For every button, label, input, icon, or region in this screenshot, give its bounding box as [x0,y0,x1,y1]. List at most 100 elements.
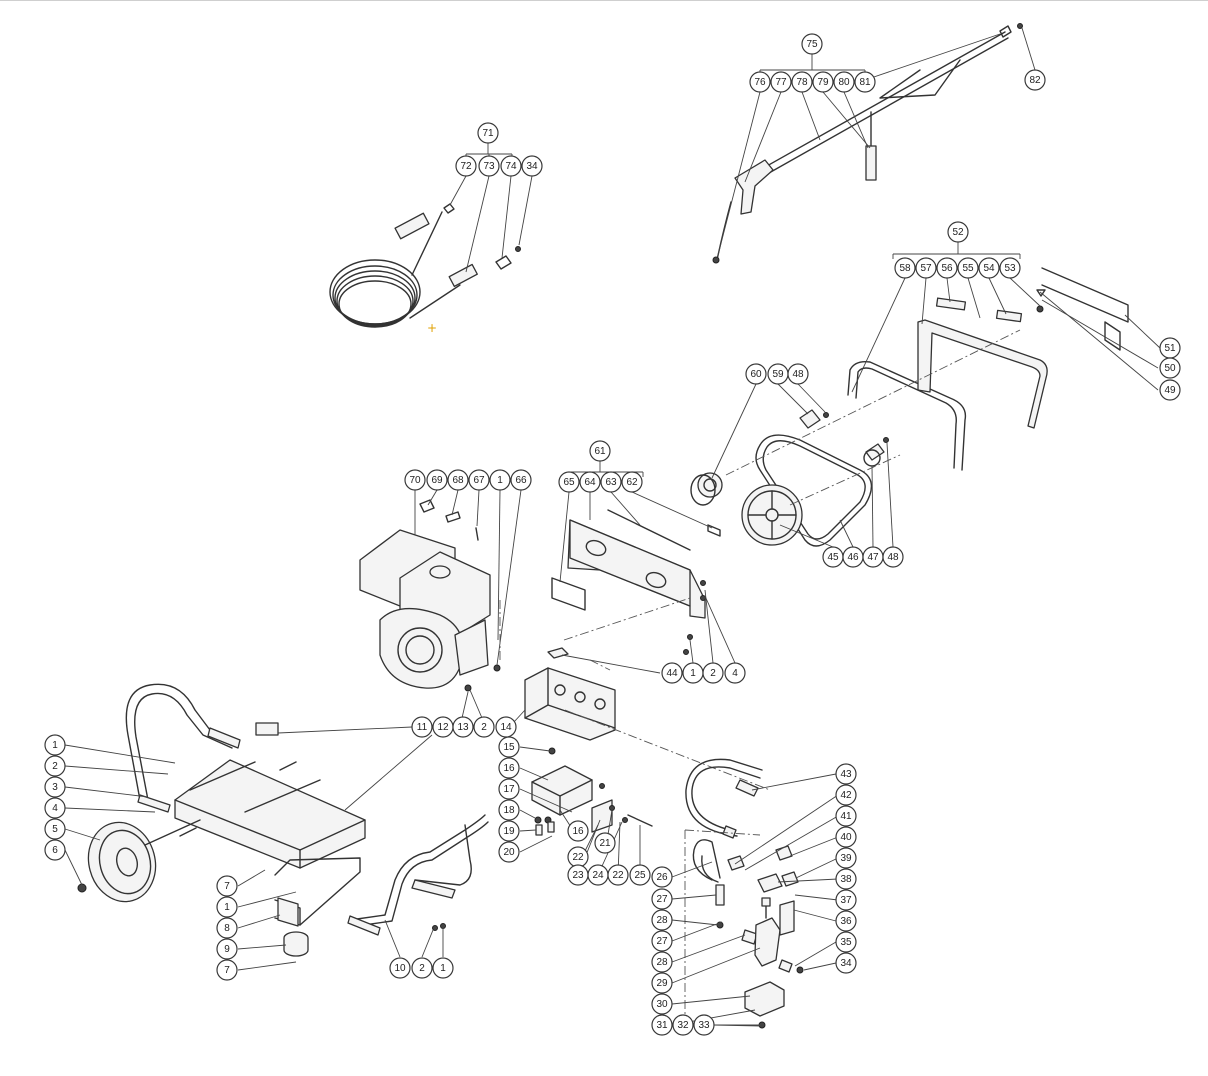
balloon-label: 9 [224,944,230,955]
balloon-label: 27 [656,894,668,905]
balloon-circle [770,71,792,93]
balloon-label: 72 [460,161,472,172]
balloon-4: 4 [724,662,746,684]
balloon-78: 78 [791,71,813,93]
balloon-20: 20 [498,841,520,863]
balloon-circle [835,826,857,848]
balloon-circle [44,776,66,798]
balloon-40: 40 [835,826,857,848]
balloon-circle [44,797,66,819]
balloon-76: 76 [749,71,771,93]
balloon-72: 72 [455,155,477,177]
balloon-74: 74 [500,155,522,177]
balloon-2: 2 [44,755,66,777]
balloon-61: 61 [589,440,611,462]
balloon-circle [426,469,448,491]
balloon-circle [216,875,238,897]
balloon-circle [432,957,454,979]
balloon-circle [812,71,834,93]
balloon-69: 69 [426,469,448,491]
balloon-circle [411,716,433,738]
balloon-circle [724,662,746,684]
balloon-23: 23 [567,864,589,886]
balloon-label: 1 [52,740,58,751]
balloon-label: 2 [52,761,58,772]
balloon-label: 7 [224,881,230,892]
balloon-circle [600,471,622,493]
balloon-circle [44,839,66,861]
balloon-label: 1 [690,668,696,679]
balloon-label: 66 [515,475,527,486]
balloon-label: 77 [775,77,787,88]
balloon-5: 5 [44,818,66,840]
balloon-circle [44,755,66,777]
balloon-circle [835,847,857,869]
balloon-11: 11 [411,716,433,738]
balloon-circle [455,155,477,177]
balloon-circle [651,866,673,888]
balloon-75: 75 [801,33,823,55]
balloon-33: 33 [693,1014,715,1036]
balloon-label: 73 [483,161,495,172]
balloon-circle [452,716,474,738]
balloon-circle [693,1014,715,1036]
balloon-circle [651,909,673,931]
balloon-circle [957,257,979,279]
top-border [0,0,1208,1]
balloon-circle [661,662,683,684]
balloon-59: 59 [767,363,789,385]
balloon-label: 34 [840,958,852,969]
balloon-circle [745,363,767,385]
balloon-82: 82 [1024,69,1046,91]
balloon-22: 22 [567,846,589,868]
balloon-circle [44,818,66,840]
balloon-label: 80 [838,77,850,88]
balloon-circle [389,957,411,979]
balloon-25: 25 [629,864,651,886]
balloon-7: 7 [216,875,238,897]
balloon-label: 52 [952,227,964,238]
balloon-26: 26 [651,866,673,888]
balloon-label: 16 [572,826,584,837]
balloon-label: 10 [394,963,406,974]
balloon-label: 30 [656,999,668,1010]
balloon-label: 48 [887,552,899,563]
balloon-70: 70 [404,469,426,491]
balloon-circle [498,841,520,863]
balloon-label: 12 [437,722,449,733]
balloon-label: 56 [941,263,953,274]
balloon-label: 48 [792,369,804,380]
balloon-36: 36 [835,910,857,932]
balloon-label: 11 [417,722,428,733]
balloon-circle [835,805,857,827]
balloon-label: 54 [983,263,995,274]
balloon-13: 13 [452,716,474,738]
balloon-32: 32 [672,1014,694,1036]
balloon-22: 22 [607,864,629,886]
balloon-63: 63 [600,471,622,493]
balloon-circle [1159,357,1181,379]
balloon-circle [999,257,1021,279]
balloon-41: 41 [835,805,857,827]
balloon-circle [477,122,499,144]
balloon-64: 64 [579,471,601,493]
balloon-label: 62 [626,477,638,488]
balloon-label: 6 [52,845,58,856]
balloon-17: 17 [498,778,520,800]
balloon-circle [500,155,522,177]
balloon-56: 56 [936,257,958,279]
balloon-label: 68 [452,475,464,486]
balloon-circle [216,938,238,960]
balloon-55: 55 [957,257,979,279]
balloon-circle [835,868,857,890]
balloon-label: 32 [677,1020,689,1031]
balloon-label: 29 [656,978,668,989]
balloon-46: 46 [842,546,864,568]
balloon-label: 35 [840,937,852,948]
balloon-50: 50 [1159,357,1181,379]
balloon-label: 70 [409,475,421,486]
balloon-label: 28 [656,915,668,926]
balloon-label: 37 [840,895,852,906]
balloon-label: 3 [52,782,58,793]
